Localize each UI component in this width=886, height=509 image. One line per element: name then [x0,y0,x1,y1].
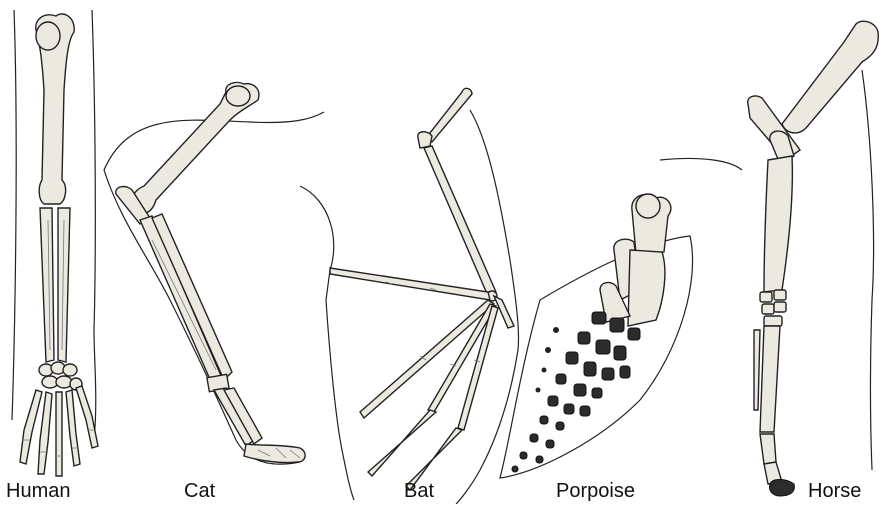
bat-label: Bat [404,480,434,503]
cat-leg-drawing [104,82,324,464]
human-arm-drawing [12,10,98,476]
human-label: Human [6,480,70,503]
porpoise-flipper-drawing [500,194,693,478]
horse-label: Horse [808,480,861,503]
cat-label: Cat [184,480,215,503]
porpoise-label: Porpoise [556,480,635,503]
bat-wing-drawing [300,88,519,504]
